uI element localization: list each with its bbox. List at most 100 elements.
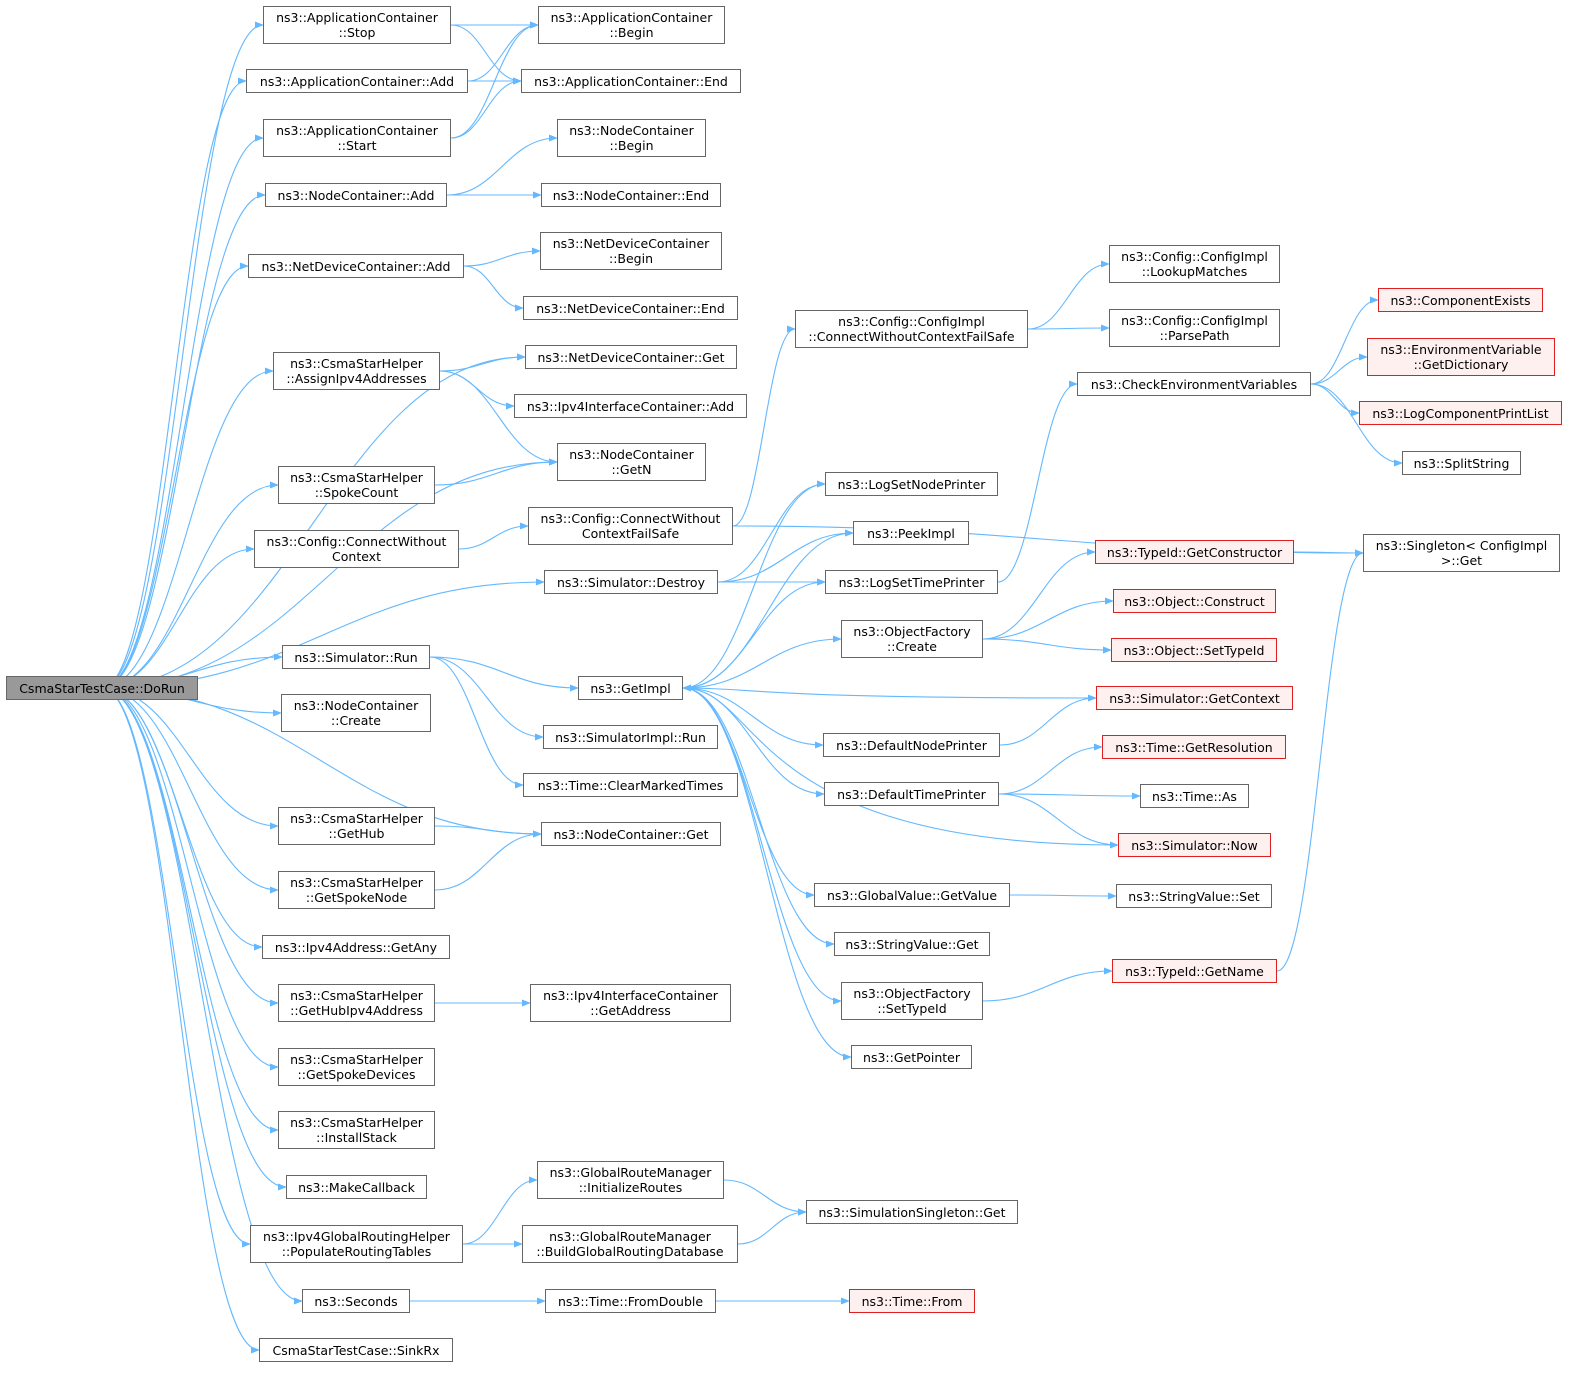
edge-root-to-makeCallback	[101, 687, 287, 1191]
node-check-env[interactable]: ns3::CheckEnvironmentVariables	[1077, 372, 1311, 396]
node-cs-getspokedevs[interactable]: ns3::CsmaStarHelper::GetSpokeDevices	[278, 1048, 435, 1086]
node-grm-build[interactable]: ns3::GlobalRouteManager::BuildGlobalRout…	[522, 1225, 738, 1263]
node-nc-create[interactable]: ns3::NodeContainer::Create	[281, 694, 431, 732]
node-label-line: ns3::NodeContainer::Add	[277, 187, 435, 203]
node-label-line: ns3::GetImpl	[590, 680, 671, 696]
node-label-line: ns3::ApplicationContainer	[276, 10, 438, 25]
node-ndc-begin[interactable]: ns3::NetDeviceContainer::Begin	[540, 232, 722, 270]
edge-defTimePrinter-to-timeAs	[998, 792, 1141, 800]
node-label-line: ns3::StringValue::Get	[845, 936, 979, 952]
node-nc-add[interactable]: ns3::NodeContainer::Add	[265, 183, 447, 207]
node-cs-installstack[interactable]: ns3::CsmaStarHelper::InstallStack	[278, 1111, 435, 1149]
node-time-clear[interactable]: ns3::Time::ClearMarkedTimes	[523, 773, 738, 797]
node-simimpl-run[interactable]: ns3::SimulatorImpl::Run	[543, 725, 718, 749]
node-nc-getn[interactable]: ns3::NodeContainer::GetN	[557, 443, 706, 481]
node-app-end[interactable]: ns3::ApplicationContainer::End	[521, 69, 741, 93]
node-sim-run[interactable]: ns3::Simulator::Run	[282, 645, 430, 669]
node-obj-settypeid[interactable]: ns3::Object::SetTypeId	[1111, 638, 1277, 662]
edge-csGetHub-to-ncGet	[434, 825, 542, 838]
node-ipv4global-pop[interactable]: ns3::Ipv4GlobalRoutingHelper::PopulateRo…	[250, 1225, 463, 1263]
edge-root-to-ipv4GlobalPop	[101, 687, 251, 1248]
node-sink-rx[interactable]: CsmaStarTestCase::SinkRx	[259, 1338, 453, 1362]
edge-root-to-csAssign	[101, 367, 274, 689]
node-def-node-printer[interactable]: ns3::DefaultNodePrinter	[823, 733, 1000, 757]
node-logcomp-print[interactable]: ns3::LogComponentPrintList	[1359, 401, 1562, 425]
node-cs-spokecount[interactable]: ns3::CsmaStarHelper::SpokeCount	[278, 466, 435, 504]
node-nc-get[interactable]: ns3::NodeContainer::Get	[541, 822, 721, 846]
node-label-line: ns3::NodeContainer::Get	[553, 826, 709, 842]
node-cfg-lookup[interactable]: ns3::Config::ConfigImpl::LookupMatches	[1109, 245, 1280, 283]
node-cfg-parse[interactable]: ns3::Config::ConfigImpl::ParsePath	[1109, 309, 1280, 347]
edge-objFactCreate-to-objConstruct	[982, 597, 1114, 640]
node-label-line: ns3::Time::GetResolution	[1115, 739, 1273, 755]
node-typeid-getname[interactable]: ns3::TypeId::GetName	[1112, 959, 1277, 983]
node-label-line: ns3::GlobalRouteManager	[549, 1229, 711, 1244]
node-label-line: ::Stop	[338, 25, 376, 40]
node-objfact-settypeid[interactable]: ns3::ObjectFactory::SetTypeId	[841, 982, 983, 1020]
node-get-pointer[interactable]: ns3::GetPointer	[851, 1045, 972, 1069]
node-sv-get[interactable]: ns3::StringValue::Get	[834, 932, 990, 956]
node-app-begin[interactable]: ns3::ApplicationContainer::Begin	[538, 6, 725, 44]
node-label-line: ns3::MakeCallback	[298, 1179, 415, 1195]
node-simsingleton-get[interactable]: ns3::SimulationSingleton::Get	[806, 1200, 1018, 1224]
edge-ndcAdd-to-ndcEnd	[463, 265, 524, 312]
node-label-line: ns3::CheckEnvironmentVariables	[1090, 376, 1298, 392]
node-split-string[interactable]: ns3::SplitString	[1402, 451, 1521, 475]
node-ipv4ic-add[interactable]: ns3::Ipv4InterfaceContainer::Add	[514, 394, 747, 418]
node-label-line: ::SpokeCount	[314, 485, 399, 500]
node-label-line: ::LookupMatches	[1141, 264, 1248, 279]
edge-root-to-csGetHub	[101, 687, 279, 830]
node-time-getres[interactable]: ns3::Time::GetResolution	[1102, 735, 1286, 759]
node-comp-exists[interactable]: ns3::ComponentExists	[1378, 288, 1543, 312]
node-ipv4ic-getaddr[interactable]: ns3::Ipv4InterfaceContainer::GetAddress	[530, 984, 731, 1022]
node-root: CsmaStarTestCase::DoRun	[6, 676, 198, 700]
node-singleton-get[interactable]: ns3::Singleton< ConfigImpl >::Get	[1363, 534, 1560, 572]
node-label-line: ns3::Ipv4GlobalRoutingHelper	[263, 1229, 450, 1244]
edge-root-to-seconds	[101, 687, 303, 1305]
node-def-time-printer[interactable]: ns3::DefaultTimePrinter	[824, 782, 999, 806]
node-sv-set[interactable]: ns3::StringValue::Set	[1116, 884, 1272, 908]
node-peek-impl[interactable]: ns3::PeekImpl	[853, 521, 969, 545]
node-cs-assign[interactable]: ns3::CsmaStarHelper::AssignIpv4Addresses	[273, 352, 440, 390]
node-grm-init[interactable]: ns3::GlobalRouteManager::InitializeRoute…	[537, 1161, 724, 1199]
node-nc-begin[interactable]: ns3::NodeContainer::Begin	[557, 119, 706, 157]
node-cfgimpl-connect[interactable]: ns3::Config::ConfigImpl::ConnectWithoutC…	[795, 310, 1028, 348]
node-log-set-time[interactable]: ns3::LogSetTimePrinter	[825, 570, 998, 594]
node-time-as[interactable]: ns3::Time::As	[1140, 784, 1249, 808]
node-objfact-create[interactable]: ns3::ObjectFactory::Create	[841, 620, 983, 658]
node-ndc-get[interactable]: ns3::NetDeviceContainer::Get	[525, 345, 737, 369]
edge-simNow-to-getImpl	[682, 684, 1119, 846]
node-label-line: ns3::SimulatorImpl::Run	[555, 729, 706, 745]
node-get-impl[interactable]: ns3::GetImpl	[578, 676, 683, 700]
node-typeid-getctor[interactable]: ns3::TypeId::GetConstructor	[1095, 540, 1294, 564]
node-ndc-end[interactable]: ns3::NetDeviceContainer::End	[523, 296, 738, 320]
node-app-start[interactable]: ns3::ApplicationContainer::Start	[263, 119, 451, 157]
node-sim-destroy[interactable]: ns3::Simulator::Destroy	[544, 570, 718, 594]
edge-objFactCreate-to-typeIdGetCtor	[982, 548, 1096, 640]
node-cs-gethubipv4[interactable]: ns3::CsmaStarHelper::GetHubIpv4Address	[278, 984, 435, 1022]
node-label-line: ns3::CsmaStarHelper	[290, 1052, 423, 1067]
node-log-set-node[interactable]: ns3::LogSetNodePrinter	[825, 472, 998, 496]
node-gv-getvalue[interactable]: ns3::GlobalValue::GetValue	[814, 883, 1010, 907]
node-ndc-add[interactable]: ns3::NetDeviceContainer::Add	[248, 254, 464, 278]
edge-root-to-ndcGet	[101, 353, 526, 689]
node-env-dict[interactable]: ns3::EnvironmentVariable::GetDictionary	[1367, 338, 1555, 376]
edge-defNodePrinter-to-simGetCtx	[999, 694, 1097, 746]
node-app-add[interactable]: ns3::ApplicationContainer::Add	[246, 69, 468, 93]
node-time-fromdouble[interactable]: ns3::Time::FromDouble	[545, 1289, 716, 1313]
node-sim-now[interactable]: ns3::Simulator::Now	[1118, 833, 1271, 857]
node-sim-getctx[interactable]: ns3::Simulator::GetContext	[1096, 686, 1293, 710]
node-obj-construct[interactable]: ns3::Object::Construct	[1113, 589, 1276, 613]
node-app-stop[interactable]: ns3::ApplicationContainer::Stop	[263, 6, 451, 44]
node-seconds[interactable]: ns3::Seconds	[302, 1289, 410, 1313]
node-nc-end[interactable]: ns3::NodeContainer::End	[541, 183, 721, 207]
node-cs-gethub[interactable]: ns3::CsmaStarHelper::GetHub	[278, 807, 435, 845]
node-time-from[interactable]: ns3::Time::From	[849, 1289, 975, 1313]
node-label-line: ns3::NodeContainer	[569, 123, 694, 138]
node-cs-getspokenode[interactable]: ns3::CsmaStarHelper::GetSpokeNode	[278, 871, 435, 909]
edge-simRun-to-simImplRun	[429, 656, 544, 741]
node-make-callback[interactable]: ns3::MakeCallback	[286, 1175, 427, 1199]
node-ipv4-getany[interactable]: ns3::Ipv4Address::GetAny	[262, 935, 450, 959]
